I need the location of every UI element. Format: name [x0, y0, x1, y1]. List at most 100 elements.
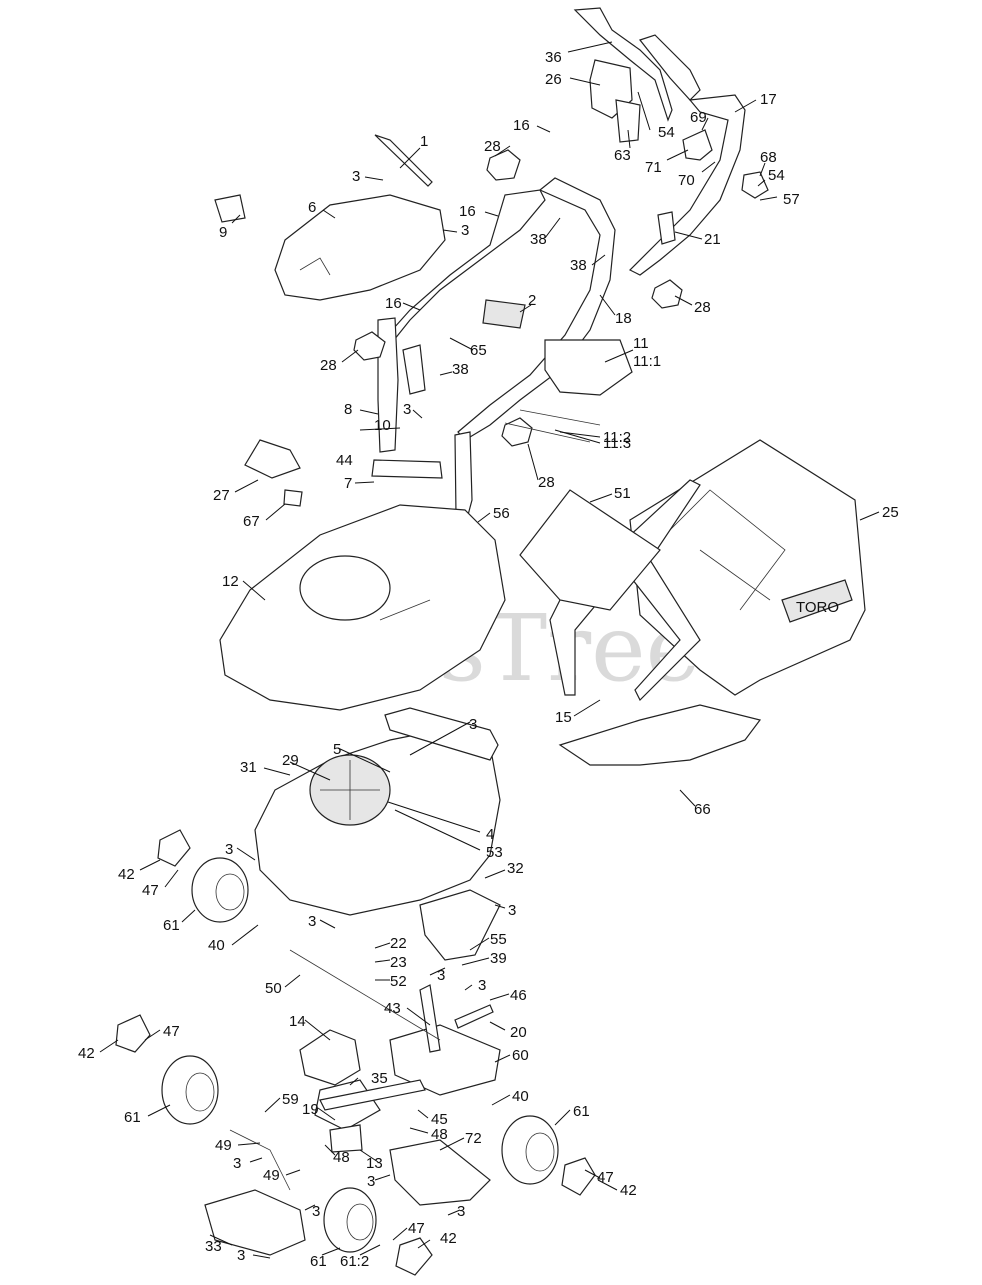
callout: 52: [390, 973, 407, 990]
callout: 27: [213, 487, 230, 504]
deck-assembly: [204, 707, 501, 1256]
callout: 42: [620, 1182, 637, 1199]
callout: 61: [573, 1103, 590, 1120]
callout: 54: [658, 124, 675, 141]
callout: 61: [163, 917, 180, 934]
callout: 23: [390, 954, 407, 971]
callout: 14: [289, 1013, 306, 1030]
callout: 17: [760, 91, 777, 108]
callout: 2: [528, 292, 536, 309]
callout: 7: [344, 475, 352, 492]
callout: 28: [538, 474, 555, 491]
callout: 48: [431, 1126, 448, 1143]
callout: 42: [78, 1045, 95, 1062]
callout: 39: [490, 950, 507, 967]
callout: 51: [614, 485, 631, 502]
callout: 31: [240, 759, 257, 776]
callout: 69: [690, 109, 707, 126]
callout: 20: [510, 1024, 527, 1041]
motor-cover: [219, 504, 506, 711]
callout: 26: [545, 71, 562, 88]
callout: 3: [233, 1155, 241, 1172]
callout: 28: [320, 357, 337, 374]
callout: 10: [374, 417, 391, 434]
callout: 63: [614, 147, 631, 164]
callout: 3: [478, 977, 486, 994]
bag-logo: TORO: [796, 599, 839, 616]
callout: 59: [282, 1091, 299, 1108]
callout: 42: [440, 1230, 457, 1247]
callout: 29: [282, 752, 299, 769]
wheels: [115, 829, 596, 1276]
callout: 1: [420, 133, 428, 150]
callout: 13: [366, 1155, 383, 1172]
callout: 40: [208, 937, 225, 954]
callout: 11:2: [603, 429, 631, 446]
callout: 3: [469, 716, 477, 733]
callout: 36: [545, 49, 562, 66]
callout: 42: [118, 866, 135, 883]
callout: 16: [513, 117, 530, 134]
callout: 53: [486, 844, 503, 861]
callout: 48: [333, 1149, 350, 1166]
callout: 67: [243, 513, 260, 530]
callout: 38: [530, 231, 547, 248]
callout: 33: [205, 1238, 222, 1255]
callout: 50: [265, 980, 282, 997]
callout: 45: [431, 1111, 448, 1128]
callout: 61: [124, 1109, 141, 1126]
callout: 32: [507, 860, 524, 877]
callout: 72: [465, 1130, 482, 1147]
callout: 54: [768, 167, 785, 184]
callout: 71: [645, 159, 662, 176]
callout: 8: [344, 401, 352, 418]
callout: 43: [384, 1000, 401, 1017]
callout: 6: [308, 199, 316, 216]
callout: 12: [222, 573, 239, 590]
callout: 47: [142, 882, 159, 899]
callout: 49: [215, 1137, 232, 1154]
callout: 22: [390, 935, 407, 952]
callout: 3: [403, 401, 411, 418]
callout: 38: [570, 257, 587, 274]
callout: 3: [237, 1247, 245, 1264]
callout: 9: [219, 224, 227, 241]
callout: 28: [484, 138, 501, 155]
callout: 28: [694, 299, 711, 316]
callout: 3: [312, 1203, 320, 1220]
callout: 4: [486, 826, 494, 843]
callout: 11:3: [603, 435, 631, 452]
callout: 68: [760, 149, 777, 166]
callout: 35: [371, 1070, 388, 1087]
callout: 38: [452, 361, 469, 378]
callout: 11: [633, 335, 649, 352]
callout: 47: [597, 1169, 614, 1186]
callout: 3: [367, 1173, 375, 1190]
callout: 61:2: [340, 1253, 369, 1270]
callout-labels: 36 26 17 1 16 69 54 28 63 71 70 68 54 57…: [78, 49, 899, 1270]
callout: 3: [457, 1203, 465, 1220]
callout: 3: [461, 222, 469, 239]
callout: 3: [437, 967, 445, 984]
callout: 56: [493, 505, 510, 522]
callout: 47: [163, 1023, 180, 1040]
callout: 18: [615, 310, 632, 327]
callout: 5: [333, 741, 341, 758]
callout: 19: [302, 1101, 319, 1118]
rear-cover: [214, 194, 446, 301]
handle-assembly: [244, 7, 769, 516]
callout: 55: [490, 931, 507, 948]
callout: 16: [385, 295, 402, 312]
callout: 57: [783, 191, 800, 208]
callout: 15: [555, 709, 572, 726]
callout: 3: [508, 902, 516, 919]
callout: 66: [694, 801, 711, 818]
callout: 3: [308, 913, 316, 930]
grass-bag: TORO: [519, 439, 866, 766]
callout: 65: [470, 342, 487, 359]
leader-lines: [99, 41, 880, 1259]
callout: 47: [408, 1220, 425, 1237]
callout: 49: [263, 1167, 280, 1184]
